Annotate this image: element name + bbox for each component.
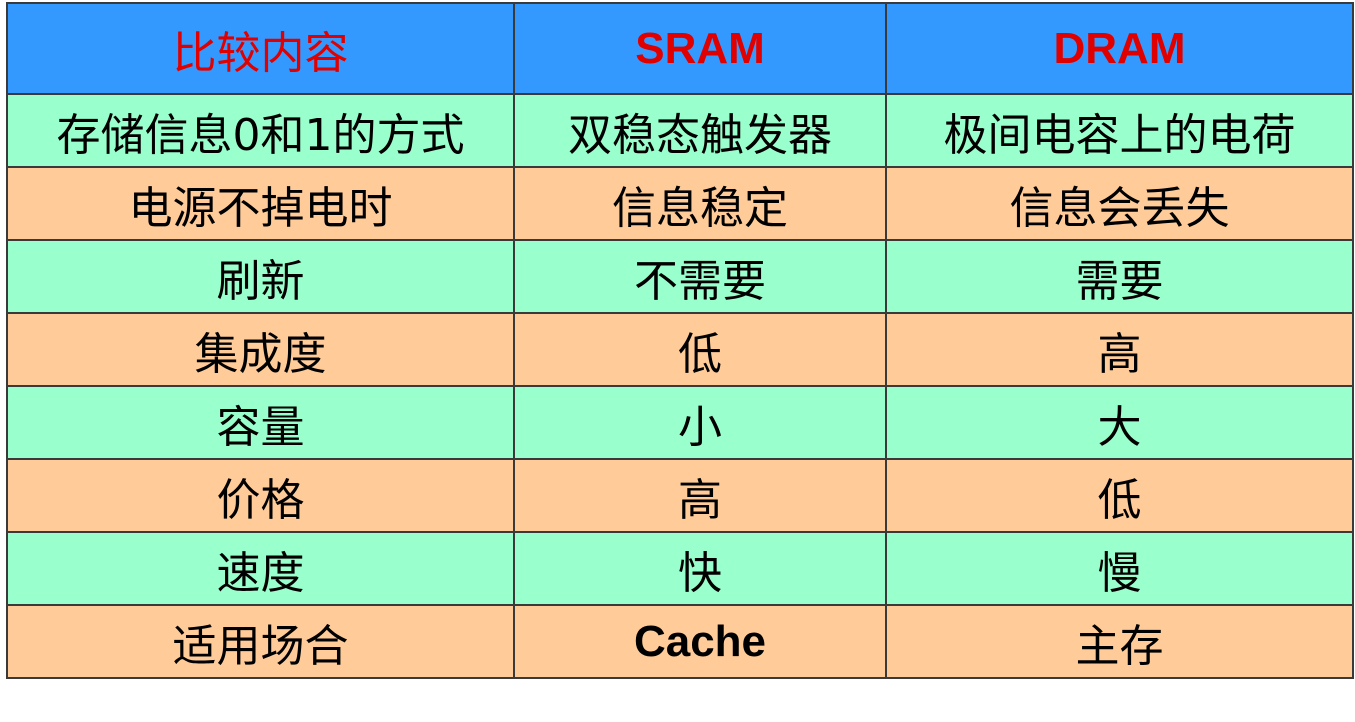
cell-dram-value: 极间电容上的电荷	[885, 93, 1354, 168]
cell-sram-value: 双稳态触发器	[513, 93, 887, 168]
cell-dram-value: 慢	[885, 531, 1354, 606]
table-row: 价格 高 低	[6, 458, 1354, 533]
table-row: 存储信息0和1的方式 双稳态触发器 极间电容上的电荷	[6, 93, 1354, 168]
cell-sram-value: 高	[513, 458, 887, 533]
cell-sram-value: 信息稳定	[513, 166, 887, 241]
cell-sram-value: 小	[513, 385, 887, 460]
cell-dram-value: 信息会丢失	[885, 166, 1354, 241]
comparison-table-container: 比较内容 SRAM DRAM 存储信息0和1的方式 双稳态触发器 极间电容上的电…	[6, 2, 1354, 679]
cell-dram-value: 需要	[885, 239, 1354, 314]
row-label-capacity: 容量	[6, 385, 515, 460]
cell-dram-value: 低	[885, 458, 1354, 533]
row-label-price: 价格	[6, 458, 515, 533]
table-row: 适用场合 Cache 主存	[6, 604, 1354, 679]
table-header-row: 比较内容 SRAM DRAM	[6, 2, 1354, 95]
header-dram: DRAM	[885, 2, 1354, 95]
table-row: 刷新 不需要 需要	[6, 239, 1354, 314]
storage-method-text-a: 存储信息0和1的方式	[56, 109, 465, 161]
table-row: 速度 快 慢	[6, 531, 1354, 606]
header-comparison-item: 比较内容	[6, 2, 515, 95]
table-row: 电源不掉电时 信息稳定 信息会丢失	[6, 166, 1354, 241]
row-label-speed: 速度	[6, 531, 515, 606]
cell-dram-value: 大	[885, 385, 1354, 460]
row-label-refresh: 刷新	[6, 239, 515, 314]
sram-dram-comparison-table: 比较内容 SRAM DRAM 存储信息0和1的方式 双稳态触发器 极间电容上的电…	[6, 2, 1354, 679]
table-row: 集成度 低 高	[6, 312, 1354, 387]
cell-sram-value: Cache	[513, 604, 887, 679]
cell-dram-value: 主存	[885, 604, 1354, 679]
cell-sram-value: 低	[513, 312, 887, 387]
row-label-use-case: 适用场合	[6, 604, 515, 679]
row-label-storage-method: 存储信息0和1的方式	[6, 93, 515, 168]
row-label-integration: 集成度	[6, 312, 515, 387]
table-row: 容量 小 大	[6, 385, 1354, 460]
cell-sram-value: 不需要	[513, 239, 887, 314]
header-sram: SRAM	[513, 2, 887, 95]
row-label-power-on: 电源不掉电时	[6, 166, 515, 241]
cell-sram-value: 快	[513, 531, 887, 606]
cell-dram-value: 高	[885, 312, 1354, 387]
